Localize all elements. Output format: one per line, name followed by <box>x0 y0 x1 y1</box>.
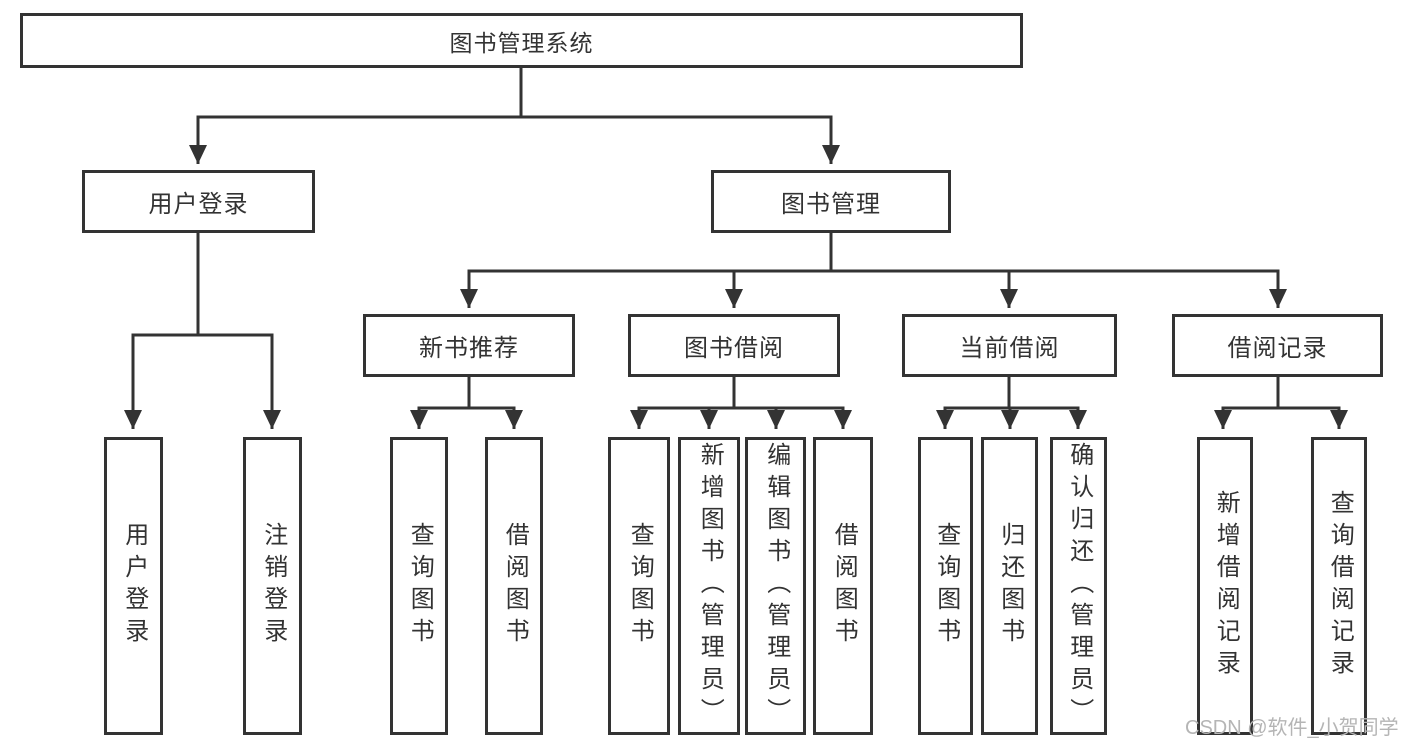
leaf-nb-query-books: 查询图书 <box>390 437 448 735</box>
leaf-bb-edit-books-admin: 编辑图书（管理员） <box>745 437 806 735</box>
node-user-login-module: 用户登录 <box>82 170 315 233</box>
leaf-bb-add-books-admin-label: 新增图书（管理员） <box>696 442 724 730</box>
leaf-cb-return-books-label: 归还图书 <box>996 522 1024 650</box>
node-root: 图书管理系统 <box>20 13 1023 68</box>
leaf-br-query-record-label: 查询借阅记录 <box>1326 490 1354 682</box>
leaf-bb-query-books: 查询图书 <box>608 437 670 735</box>
node-borrowing-records: 借阅记录 <box>1172 314 1383 377</box>
leaf-br-add-record-label: 新增借阅记录 <box>1212 490 1240 682</box>
leaf-br-add-record: 新增借阅记录 <box>1197 437 1253 735</box>
leaf-bb-add-books-admin: 新增图书（管理员） <box>678 437 740 735</box>
leaf-cb-confirm-return-admin: 确认归还（管理员） <box>1050 437 1107 735</box>
leaf-user-login-label: 用户登录 <box>120 522 148 650</box>
leaf-br-query-record: 查询借阅记录 <box>1311 437 1367 735</box>
leaf-logout: 注销登录 <box>243 437 302 735</box>
node-current-borrowing: 当前借阅 <box>902 314 1117 377</box>
csdn-watermark: CSDN @软件_小贺同学 <box>1185 717 1399 739</box>
node-book-borrowing: 图书借阅 <box>628 314 840 377</box>
leaf-cb-confirm-return-admin-label: 确认归还（管理员） <box>1065 442 1093 730</box>
leaf-logout-label: 注销登录 <box>259 522 287 650</box>
leaf-cb-query-books: 查询图书 <box>918 437 973 735</box>
node-book-management: 图书管理 <box>711 170 951 233</box>
leaf-bb-query-books-label: 查询图书 <box>626 522 654 650</box>
leaf-bb-borrow-books-label: 借阅图书 <box>830 522 858 650</box>
leaf-bb-edit-books-admin-label: 编辑图书（管理员） <box>762 442 790 730</box>
node-new-book-recommend: 新书推荐 <box>363 314 575 377</box>
leaf-bb-borrow-books: 借阅图书 <box>813 437 873 735</box>
leaf-nb-borrow-books-label: 借阅图书 <box>501 522 529 650</box>
leaf-user-login: 用户登录 <box>104 437 163 735</box>
leaf-nb-query-books-label: 查询图书 <box>406 522 434 650</box>
leaf-nb-borrow-books: 借阅图书 <box>485 437 543 735</box>
leaf-cb-return-books: 归还图书 <box>981 437 1038 735</box>
leaf-cb-query-books-label: 查询图书 <box>932 522 960 650</box>
